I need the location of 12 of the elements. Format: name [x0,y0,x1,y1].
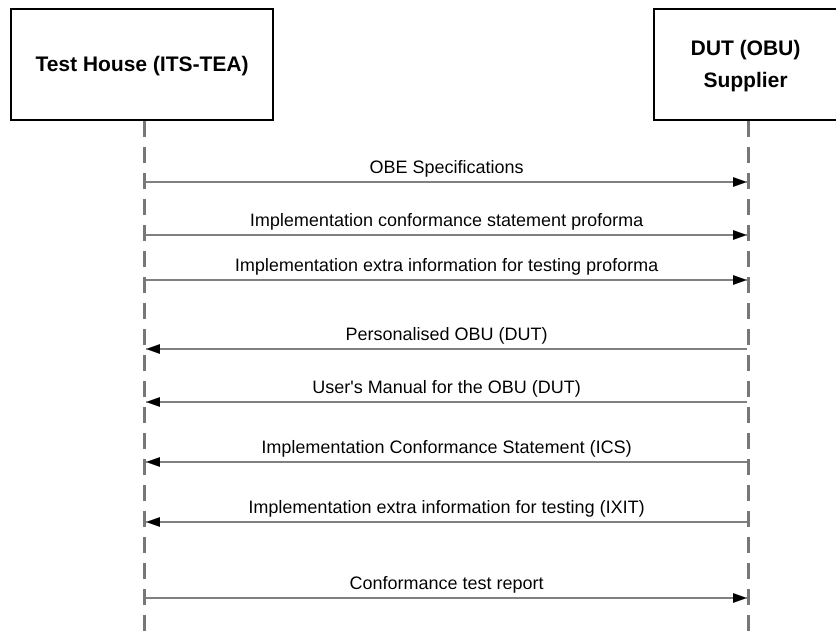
message-arrow [146,457,748,467]
participant-name: DUT (OBU) Supplier [690,36,802,94]
message-arrow [146,593,748,603]
participant-box [653,8,836,121]
message-arrow [146,230,748,240]
message-arrow [146,397,748,407]
message-arrow [146,177,748,187]
message-arrow [146,344,748,354]
message-arrow [146,275,748,285]
participant-box [10,8,274,121]
participant-name: Test House (ITS-TEA) [34,52,250,78]
message-arrow [146,517,748,527]
